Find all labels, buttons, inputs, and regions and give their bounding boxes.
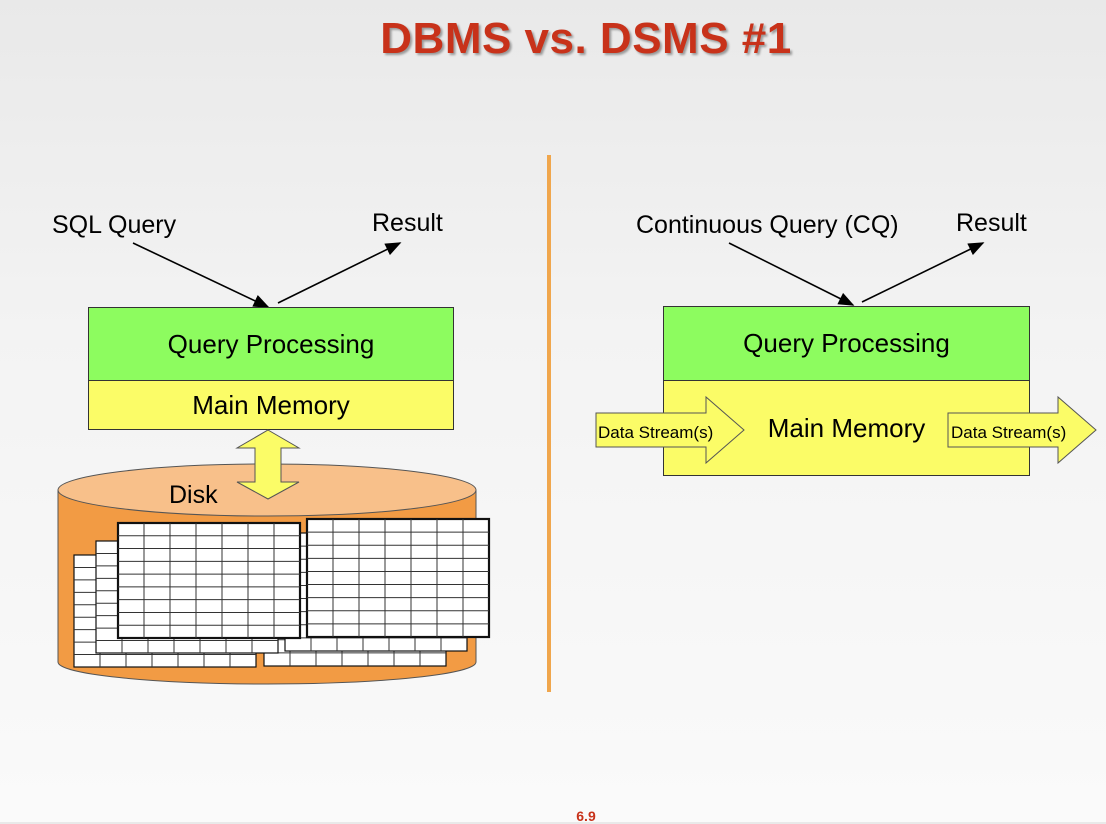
output-stream-label: Data Stream(s) [951, 423, 1067, 442]
query-processing-box-left: Query Processing [88, 307, 454, 381]
result-arrow-left [277, 242, 402, 304]
sql-query-arrow [132, 242, 270, 308]
page-number: 6.9 [576, 808, 596, 824]
main-memory-label-left: Main Memory [192, 389, 350, 420]
sql-query-label: SQL Query [52, 211, 177, 239]
disk-label: Disk [169, 481, 218, 509]
result-label-left: Result [372, 209, 443, 237]
table-grid-icon [305, 517, 491, 639]
main-memory-box-left: Main Memory [88, 380, 454, 430]
continuous-query-label: Continuous Query (CQ) [636, 211, 899, 239]
cq-arrow [728, 242, 855, 306]
query-processing-label-left: Query Processing [167, 328, 375, 359]
main-memory-label-right: Main Memory [767, 412, 926, 443]
slide-title: DBMS vs. DSMS #1 [380, 14, 792, 63]
query-processing-box-right: Query Processing [663, 306, 1030, 381]
divider [547, 155, 551, 692]
result-arrow-right [861, 242, 985, 303]
result-label-right: Result [956, 209, 1027, 237]
table-grid-icon [116, 521, 302, 640]
query-processing-label-right: Query Processing [743, 328, 950, 358]
input-stream-label: Data Stream(s) [598, 423, 714, 442]
